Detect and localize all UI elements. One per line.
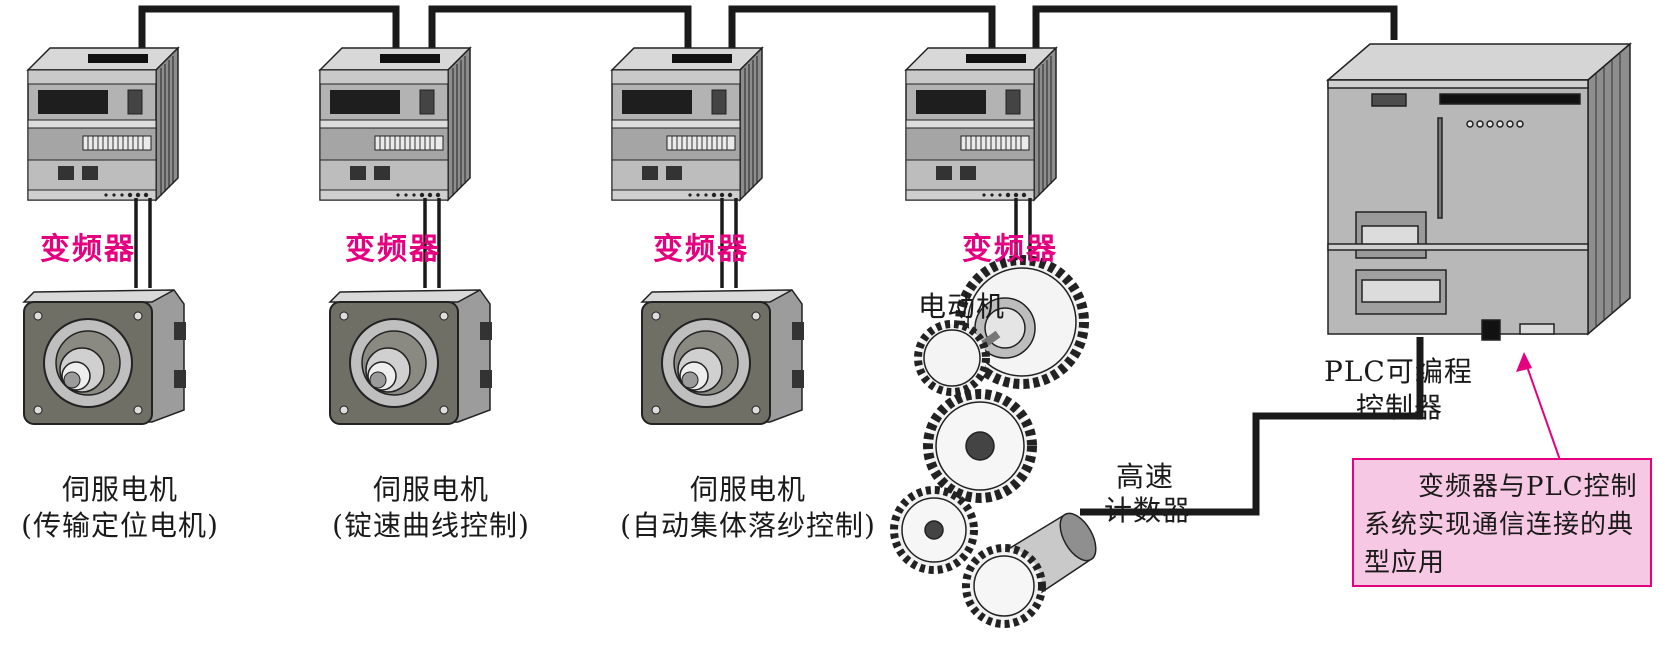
vfd-label-1: 变频器 bbox=[40, 232, 136, 267]
motor-cables bbox=[134, 198, 1032, 288]
servo-motor-2-caption: 伺服电机 (锭速曲线控制) bbox=[316, 472, 546, 544]
vfd-unit-2 bbox=[319, 47, 471, 201]
communication-bus bbox=[138, 5, 1424, 516]
gear-train bbox=[890, 255, 1097, 628]
vfd-unit-4 bbox=[905, 47, 1057, 201]
note-box: 变频器与PLC控制系统实现通信连接的典型应用 bbox=[1352, 458, 1652, 587]
servo-motor-3-subtitle: (自动集体落纱控制) bbox=[620, 509, 876, 542]
counter-label-line2: 计数器 bbox=[1104, 494, 1192, 527]
note-arrow bbox=[1516, 352, 1561, 461]
servo-motor-2-subtitle: (锭速曲线控制) bbox=[332, 509, 530, 542]
servo-motor-1 bbox=[23, 289, 187, 425]
servo-motor-3 bbox=[641, 289, 805, 425]
servo-motor-1-subtitle: (传输定位电机) bbox=[21, 509, 219, 542]
plc-controller bbox=[1325, 42, 1633, 341]
plc-label-line1: PLC可编程 bbox=[1324, 355, 1473, 388]
note-text: 变频器与PLC控制系统实现通信连接的典型应用 bbox=[1364, 472, 1638, 578]
vfd-label-2: 变频器 bbox=[345, 232, 441, 267]
servo-motor-1-title: 伺服电机 bbox=[61, 473, 178, 506]
servo-motor-3-title: 伺服电机 bbox=[689, 473, 806, 506]
vfd-unit-1 bbox=[27, 47, 179, 201]
plc-label: PLC可编程 控制器 bbox=[1324, 354, 1473, 426]
plc-label-line2: 控制器 bbox=[1356, 391, 1444, 424]
servo-motor-2 bbox=[329, 289, 493, 425]
servo-motor-1-caption: 伺服电机 (传输定位电机) bbox=[10, 472, 230, 544]
motor-label: 电动机 bbox=[918, 290, 1006, 323]
servo-motor-3-caption: 伺服电机 (自动集体落纱控制) bbox=[598, 472, 898, 544]
servo-motor-2-title: 伺服电机 bbox=[372, 473, 489, 506]
vfd-unit-3 bbox=[611, 47, 763, 201]
vfd-label-4: 变频器 bbox=[962, 232, 1058, 267]
counter-label-line1: 高速 bbox=[1116, 460, 1175, 493]
vfd-label-3: 变频器 bbox=[653, 232, 749, 267]
counter-label: 高速 计数器 bbox=[1104, 460, 1191, 528]
